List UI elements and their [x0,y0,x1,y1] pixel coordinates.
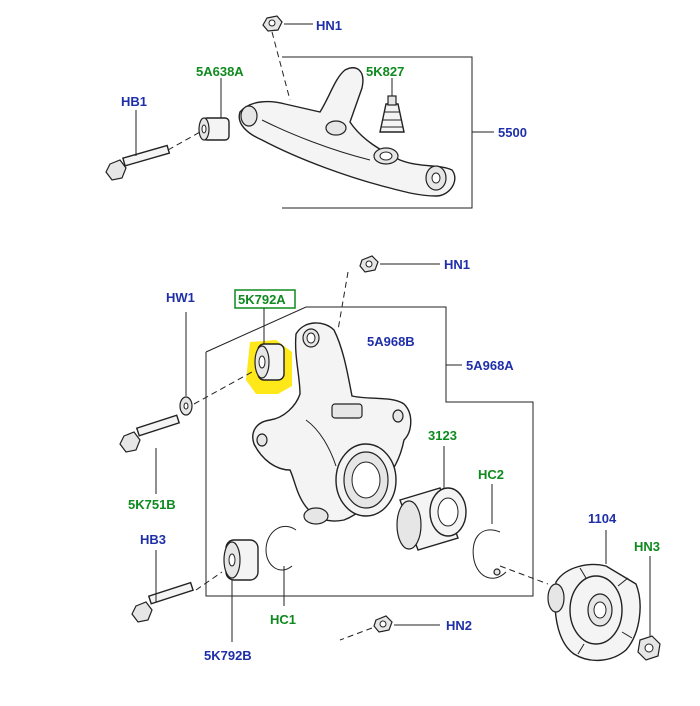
knuckle-assembly [119,255,661,661]
nut-hn1-top[interactable] [262,15,283,32]
label-hb1: HB1 [121,94,147,109]
label-hw1: HW1 [166,290,195,305]
label-hb3: HB3 [140,532,166,547]
label-5a968a: 5A968A [466,358,514,373]
group-box-5a968a-left [205,352,420,597]
bolt-hb1[interactable] [105,144,171,181]
lower-arm-5500[interactable] [238,67,456,197]
bush-5k792a-highlighted[interactable] [246,340,292,394]
callout-labels: HN1 5A638A 5K827 HB1 5500 HN1 HW1 5K792A… [121,18,660,663]
bearing-3123[interactable] [396,487,467,551]
label-hc1: HC1 [270,612,296,627]
label-5k751b: 5K751B [128,497,176,512]
label-5k792a: 5K792A [238,292,286,307]
label-5500: 5500 [498,125,527,140]
bush-5a638a[interactable] [198,117,230,141]
circlip-hc2[interactable] [472,529,507,579]
label-hn2: HN2 [446,618,472,633]
label-box-5k792a [234,289,296,309]
nut-hn2[interactable] [373,615,393,633]
label-5k827: 5K827 [366,64,404,79]
washer-hw1[interactable] [179,396,193,416]
lower-arm-assembly [105,15,494,209]
nut-hn3[interactable] [637,635,661,661]
bolt-5k751b[interactable] [119,414,181,453]
label-5k792b: 5K792B [204,648,252,663]
group-box-5a968a-right [205,306,534,597]
label-hn3: HN3 [634,539,660,554]
label-1104: 1104 [588,511,617,526]
label-5a638a: 5A638A [196,64,244,79]
label-3123: 3123 [428,428,457,443]
label-5a968b: 5A968B [367,334,415,349]
label-hn1-top: HN1 [316,18,342,33]
label-hc2: HC2 [478,467,504,482]
circlip-hc1[interactable] [265,525,297,571]
hub-1104[interactable] [547,563,641,661]
bolt-hb3[interactable] [131,581,194,623]
label-hn1-mid: HN1 [444,257,470,272]
bush-5k792b[interactable] [223,539,259,581]
nut-hn1-mid[interactable] [359,255,379,273]
bump-stop-5k827[interactable] [379,95,405,133]
